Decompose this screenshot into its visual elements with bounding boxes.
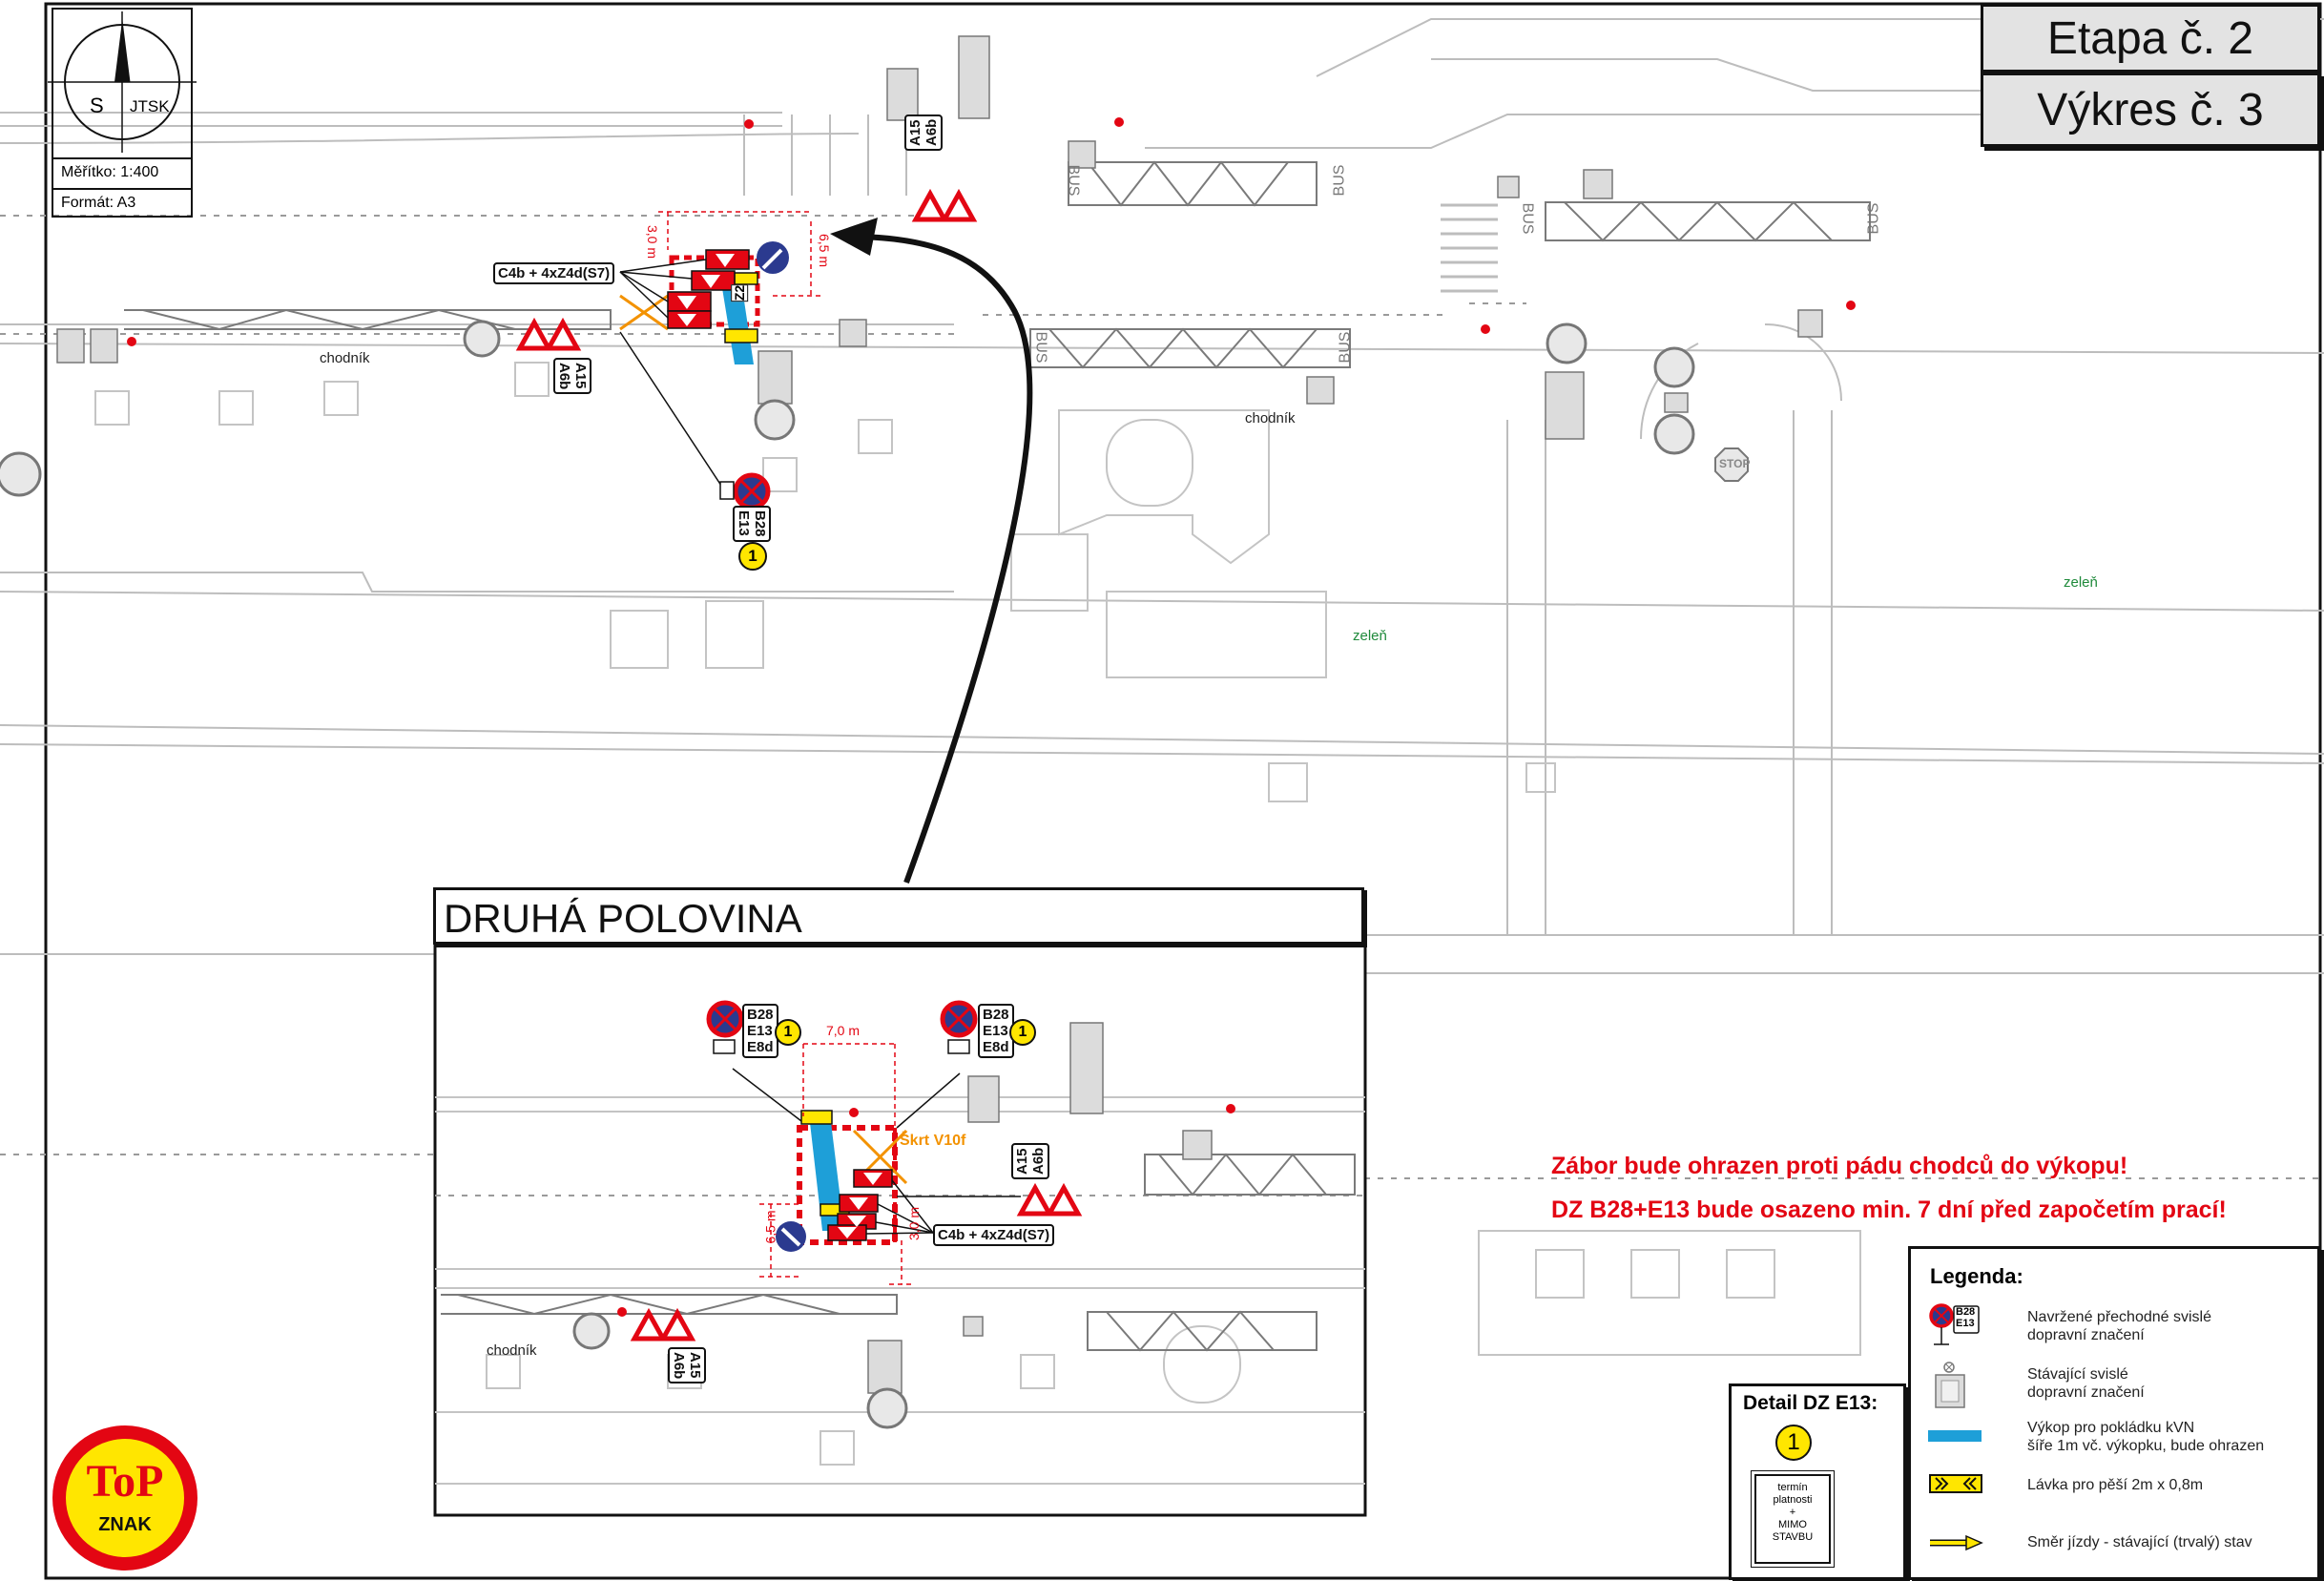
legend-item: Lávka pro pěší 2m x 0,8m: [1911, 1467, 2317, 1524]
legend-item: Směr jízdy - stávající (trvalý) stav: [1911, 1520, 2317, 1577]
sign-plate-b28-e13: B28 E13: [733, 506, 771, 542]
dimension-label: 3,0 m: [645, 225, 660, 260]
sign-plate-a15-a6b: A15 A6b: [553, 358, 591, 395]
legend-text: Směr jízdy - stávající (trvalý) stav: [2027, 1534, 2252, 1550]
plate-e13: E13: [747, 1023, 773, 1039]
format-label: Formát: A3: [61, 195, 136, 211]
greenery-label: zeleň: [2064, 574, 2098, 591]
plate-a6b: A6b: [556, 363, 572, 390]
excavation-icon: [1928, 1430, 1982, 1442]
coordinate-system: JTSK: [130, 97, 170, 115]
legend-item: Výkop pro pokládku kVN šíře 1m vč. výkop…: [1911, 1413, 2317, 1470]
bus-label: BUS: [1519, 202, 1536, 235]
plate-a6b: A6b: [923, 118, 940, 146]
legend-item: B28 E13 Navržené přechodné svislé doprav…: [1911, 1299, 2317, 1356]
detail-board: termín platnosti + MIMO STAVBU: [1751, 1470, 1835, 1568]
legend-title: Legenda:: [1930, 1264, 2023, 1288]
legend-text: Výkop pro pokládku kVN šíře 1m vč. výkop…: [2027, 1420, 2265, 1454]
title-block: S JTSK Měřítko: 1:400 Formát: A3: [52, 8, 193, 218]
dimension-label: 6,5 m: [817, 234, 832, 268]
inset-dimension-top: 7,0 m: [826, 1023, 861, 1038]
legend-text: Lávka pro pěší 2m x 0,8m: [2027, 1477, 2204, 1493]
warning-note-signage: DZ B28+E13 bude osazeno min. 7 dní před …: [1551, 1196, 2227, 1223]
detail-e13-box: Detail DZ E13: 1 termín platnosti + MIMO…: [1729, 1383, 1906, 1580]
plate-e8d: E8d: [983, 1039, 1009, 1055]
inset-title: DRUHÁ POLOVINA: [444, 896, 802, 941]
plate-a6b: A6b: [671, 1352, 687, 1380]
existing-sign-icon: [1935, 1362, 1965, 1408]
stage-box: Etapa č. 2: [1981, 4, 2320, 73]
warning-note-fence: Zábor bude ohrazen proti pádu chodců do …: [1551, 1153, 2128, 1179]
plate-a15: A15: [907, 119, 923, 146]
inset-sign-plate-a15-a6b: A15 A6b: [1011, 1142, 1049, 1179]
footbridge-icon: [1929, 1474, 1982, 1493]
inset-sign-plate-a15-a6b: A15 A6b: [668, 1347, 706, 1384]
sign-plate-a15-a6b: A15 A6b: [904, 114, 943, 151]
plate-e8d: E8d: [747, 1039, 774, 1055]
bus-label: BUS: [1065, 164, 1082, 197]
greenery-label: zeleň: [1353, 628, 1387, 644]
callout-barriers: C4b + 4xZ4d(S7): [493, 262, 615, 284]
legend-box: Legenda: B28 E13 Navržené přechodné svis…: [1908, 1246, 2320, 1580]
inset-sidewalk-label: chodník: [487, 1342, 537, 1359]
plate-a15: A15: [1014, 1148, 1030, 1175]
sidewalk-label: chodník: [1245, 410, 1296, 426]
inset-sign-plate-right: B28 E13 E8d: [978, 1004, 1014, 1058]
detail-title: Detail DZ E13:: [1743, 1392, 1878, 1414]
direction-arrow-icon: [1930, 1534, 1983, 1551]
board-line: STAVBU: [1772, 1531, 1814, 1543]
legend-sub-e13: E13: [1956, 1318, 1975, 1329]
inset-e13-badge: 1: [775, 1019, 801, 1046]
logo-text: ZNAK: [98, 1514, 152, 1535]
board-line: platnosti: [1773, 1494, 1813, 1506]
inset-skrt-label: Škrt V10f: [900, 1133, 966, 1149]
north-letter: S: [90, 94, 104, 117]
plate-a6b: A6b: [1030, 1147, 1047, 1175]
plate-a15: A15: [687, 1352, 703, 1379]
drawing-number-box: Výkres č. 3: [1981, 73, 2320, 147]
inset-dimension-left: 6,5 m: [762, 1210, 778, 1244]
bus-label: BUS: [1865, 202, 1882, 235]
board-line: MIMO: [1778, 1519, 1807, 1530]
scale-label: Měřítko: 1:400: [61, 164, 159, 180]
inset-dimension-right: 3,0 m: [906, 1206, 922, 1240]
inset-e13-badge: 1: [1009, 1019, 1036, 1046]
plate-b28: B28: [747, 1007, 774, 1023]
plate-b28: B28: [752, 510, 768, 537]
bus-label: BUS: [1331, 164, 1348, 197]
legend-sub-b28: B28: [1956, 1306, 1976, 1318]
sidewalk-label: chodník: [320, 350, 370, 366]
plate-b28: B28: [983, 1007, 1009, 1023]
bus-label: BUS: [1337, 331, 1354, 364]
plate-a15: A15: [572, 363, 589, 389]
board-line: +: [1789, 1507, 1796, 1518]
bus-label: BUS: [1032, 331, 1049, 364]
proposed-sign-icon: [1929, 1303, 1980, 1345]
detail-number-badge: 1: [1775, 1425, 1812, 1461]
logo-text: ToP: [86, 1456, 164, 1507]
e13-number-badge: 1: [738, 542, 767, 571]
inset-title-bar: DRUHÁ POLOVINA: [433, 887, 1364, 945]
inset-sign-plate-left: B28 E13 E8d: [742, 1004, 778, 1058]
plate-e13: E13: [983, 1023, 1008, 1039]
stop-sign-label: STOP: [1719, 457, 1751, 470]
plate-e13: E13: [736, 510, 752, 536]
legend-item: Stávající svislé dopravní značení: [1911, 1356, 2317, 1413]
company-logo: ToP ZNAK: [52, 1426, 197, 1571]
z2-label: Z2: [731, 283, 749, 302]
legend-text: Navržené přechodné svislé dopravní znače…: [2027, 1309, 2211, 1343]
inset-callout-barriers: C4b + 4xZ4d(S7): [933, 1224, 1055, 1246]
legend-text: Stávající svislé dopravní značení: [2027, 1366, 2145, 1401]
board-line: termín: [1777, 1482, 1808, 1493]
